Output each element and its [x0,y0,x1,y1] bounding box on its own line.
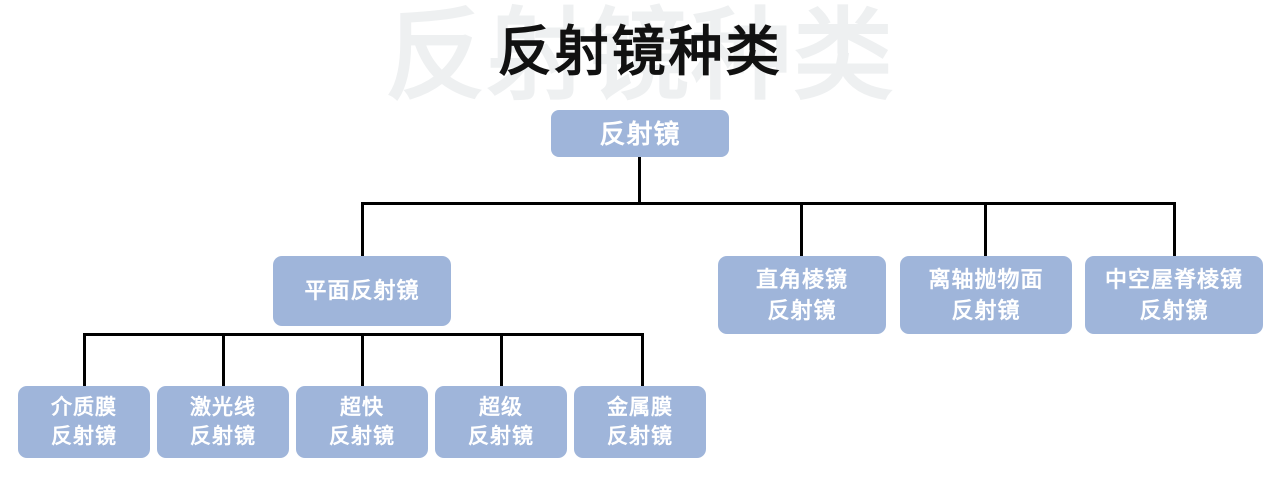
node-root[interactable]: 反射镜 [551,110,729,157]
connector-level3-drop-3 [361,333,364,388]
page-title: 反射镜种类 [497,22,783,82]
node-level2-hollow-roof-prism-mirror[interactable]: 中空屋脊棱镜 反射镜 [1085,256,1263,334]
node-level3-metal-film-mirror[interactable]: 金属膜 反射镜 [574,386,706,458]
connector-level3-drop-2 [222,333,225,388]
node-level3-ultrafast-mirror-label: 超快 反射镜 [329,396,395,448]
node-level2-off-axis-parabolic-mirror-label: 离轴抛物面 反射镜 [928,267,1044,323]
node-level2-off-axis-parabolic-mirror[interactable]: 离轴抛物面 反射镜 [900,256,1072,334]
connector-level2-drop-3 [984,202,987,258]
node-level3-super-mirror[interactable]: 超级 反射镜 [435,386,567,458]
connector-level2-bus [361,202,1176,205]
node-level3-ultrafast-mirror[interactable]: 超快 反射镜 [296,386,428,458]
node-level2-hollow-roof-prism-mirror-label: 中空屋脊棱镜 反射镜 [1104,267,1243,323]
connector-level3-drop-4 [500,333,503,388]
node-level3-dielectric-film-mirror[interactable]: 介质膜 反射镜 [18,386,150,458]
connector-root-stem [638,157,641,205]
connector-level2-drop-4 [1173,202,1176,258]
node-level2-plane-mirror-label: 平面反射镜 [304,278,420,303]
connector-level3-drop-5 [641,333,644,388]
node-level3-super-mirror-label: 超级 反射镜 [468,396,534,448]
node-level3-metal-film-mirror-label: 金属膜 反射镜 [607,396,673,448]
connector-level2-drop-2 [800,202,803,258]
node-level2-plane-mirror[interactable]: 平面反射镜 [273,256,451,326]
connector-level3-drop-1 [83,333,86,388]
node-level2-right-angle-prism-mirror-label: 直角棱镜 反射镜 [755,267,848,323]
connector-level2-drop-1 [361,202,364,258]
node-level3-dielectric-film-mirror-label: 介质膜 反射镜 [51,396,117,448]
page-title-ghost: 反射镜种类 [385,0,895,112]
node-root-label: 反射镜 [599,118,681,149]
node-level3-laser-line-mirror[interactable]: 激光线 反射镜 [157,386,289,458]
node-level3-laser-line-mirror-label: 激光线 反射镜 [190,396,256,448]
node-level2-right-angle-prism-mirror[interactable]: 直角棱镜 反射镜 [718,256,886,334]
